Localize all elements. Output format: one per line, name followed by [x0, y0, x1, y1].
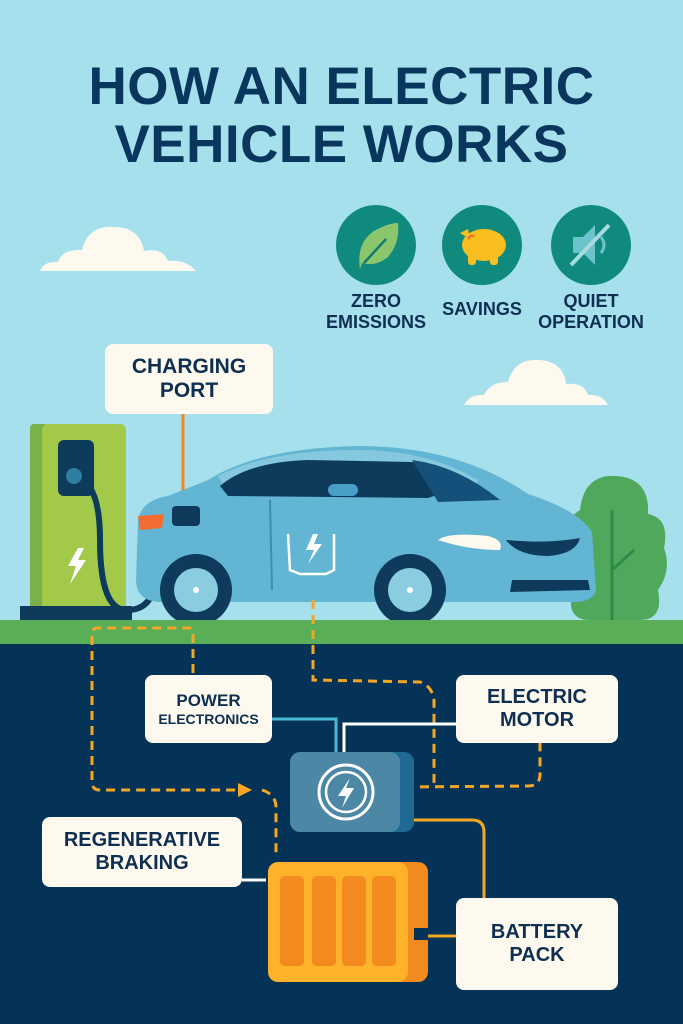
label-power-electronics: POWER ELECTRONICS	[145, 675, 272, 743]
connector-lines	[90, 600, 542, 938]
benefit-quiet-circle	[551, 205, 631, 285]
cloud-right-icon	[464, 359, 608, 405]
piggy-bank-icon	[460, 229, 506, 265]
power-controller-box	[290, 752, 414, 832]
electric-car	[136, 446, 596, 626]
benefit-zero-emissions-circle	[336, 205, 416, 285]
ground-strip	[0, 620, 683, 644]
benefit-savings-label: SAVINGS	[442, 299, 522, 319]
cloud-left-icon	[40, 226, 196, 271]
title-line-2: VEHICLE WORKS	[114, 115, 569, 174]
lightning-bolt-icon	[338, 778, 354, 808]
leaf-icon	[359, 223, 399, 269]
title-line-1: HOW AN ELECTRIC	[88, 57, 595, 116]
battery-pack-graphic	[268, 862, 428, 982]
benefit-savings-circle	[442, 205, 522, 285]
page-title: HOW AN ELECTRIC VEHICLE WORKS	[0, 58, 683, 174]
charging-station	[20, 424, 181, 624]
muted-speaker-icon	[569, 223, 611, 267]
